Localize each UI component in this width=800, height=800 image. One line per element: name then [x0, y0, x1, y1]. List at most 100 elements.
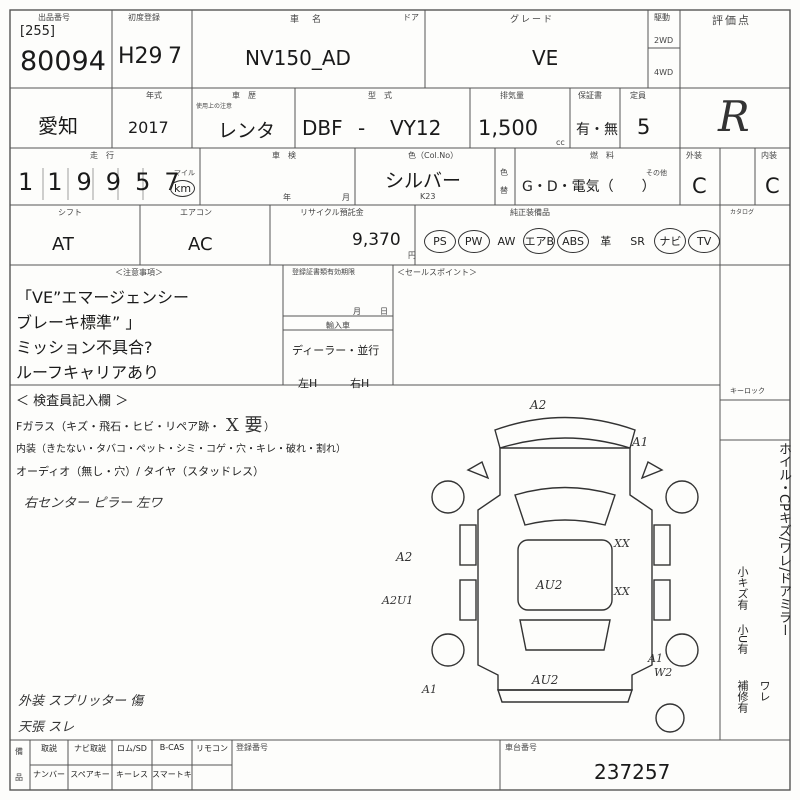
roof-outline — [517, 539, 613, 611]
shift-value: AT — [52, 234, 74, 255]
mark-xx-2: XX — [614, 585, 630, 598]
rear-bumper-outline — [497, 689, 633, 703]
side-main-label: ホイル・CPキズ/ワレ/ドアミラー — [776, 442, 791, 637]
interior-line: 内装（きたない・タバコ・ペット・シミ・コゲ・穴・キレ・破れ・割れ） — [16, 444, 346, 455]
warranty-value: 有・無 — [576, 122, 618, 138]
mark-au2-mid: AU2 — [536, 578, 563, 592]
handwritten-note-2: 外装 スプリッター 傷 — [18, 694, 144, 709]
inspection-label: 車 検 — [272, 151, 296, 160]
reg-number-label: 登録番号 — [236, 743, 268, 752]
door-label: ドア — [403, 13, 419, 22]
drive-2wd: 2WD — [654, 36, 674, 45]
aircon-value: AC — [188, 234, 213, 255]
footer-item: ナンバー — [33, 770, 65, 779]
handle-left: 左H — [298, 377, 318, 390]
inspection-month: 月 — [342, 193, 350, 202]
drive-4wd: 4WD — [654, 68, 674, 77]
caution-line-4: ルーフキャリアあり — [16, 363, 160, 382]
wheel-rr-outline — [665, 633, 699, 667]
chassis-number-label: 車台番号 — [505, 743, 537, 752]
chassis-number: 237257 — [594, 760, 671, 784]
history-value: レンタ — [218, 120, 276, 142]
exterior-value: C — [692, 174, 707, 198]
reg-month: 月 — [353, 307, 361, 316]
color-label: 色（Col.No） — [408, 151, 459, 160]
catalog-label: カタログ — [730, 209, 755, 216]
keylock-label: キーロック — [730, 387, 765, 395]
rating-value: R — [718, 92, 750, 141]
mileage-label: 走 行 — [90, 151, 114, 160]
model-type-label: 型 式 — [368, 91, 392, 100]
car-name: NV150_AD — [245, 46, 351, 70]
cc-unit: cc — [556, 138, 565, 147]
seats-label: 定員 — [630, 91, 646, 100]
inspection-year: 年 — [283, 193, 291, 202]
handwritten-note-3: 天張 スレ — [18, 720, 75, 735]
sales-point-label: ＜セールスポイント＞ — [397, 268, 477, 277]
drive-label: 駆動 — [654, 13, 670, 22]
equipment-item: ABS — [557, 229, 589, 253]
recycle-unit: 円 — [408, 251, 416, 260]
footer-side-1: 備 — [15, 747, 23, 756]
footer-items-row-2: ナンバースペアキーキーレススマートキー — [30, 769, 232, 780]
reg-day: 日 — [380, 307, 388, 316]
equipment-item: SR — [630, 234, 645, 248]
spare-wheel-outline — [655, 703, 685, 733]
mark-a2-left: A2 — [396, 550, 413, 564]
right-mirror-outline — [640, 460, 664, 480]
mileage-value: 119957 — [18, 168, 194, 196]
body-outline — [477, 447, 653, 691]
glass-mark: X 要 — [226, 415, 263, 436]
windshield-outline — [514, 486, 616, 526]
recycle-label: リサイクル預託金 — [300, 208, 364, 217]
model-year: 2017 — [128, 118, 169, 137]
grade-value: VE — [532, 46, 559, 70]
wheel-lf-outline — [431, 480, 465, 514]
color-change-label: 色替 — [500, 168, 508, 195]
car-damage-diagram — [431, 416, 699, 733]
cautions-label: ＜注意事項＞ — [115, 268, 163, 277]
mark-xx-1: XX — [614, 537, 630, 550]
footer-item: ナビ取説 — [74, 744, 106, 753]
interior-value: C — [765, 174, 780, 198]
reg-deadline-label: 登録証書類有効期限 — [292, 268, 355, 276]
first-reg-era: H29 — [118, 44, 163, 69]
mile-unit-label: マイル — [174, 169, 195, 177]
equipment-item: エアB — [523, 228, 556, 254]
side-col-a: 小キズ有 — [736, 566, 749, 610]
model-year-label: 年式 — [146, 91, 162, 100]
mileage-unit: km — [170, 180, 196, 197]
lot-number-label: 出品番号 — [38, 13, 70, 22]
footer-item: スペアキー — [70, 770, 110, 779]
footer-side-2: 品 — [15, 773, 23, 782]
history-label: 車 歴 — [232, 91, 256, 100]
mark-a1-lr: A1 — [422, 683, 437, 696]
equipment-item: ナビ — [654, 228, 687, 254]
footer-item: スマートキー — [152, 770, 192, 779]
caution-line-2: ブレーキ標準” 」 — [16, 313, 142, 332]
caution-line-3: ミッション不具合? — [16, 338, 153, 357]
seats-value: 5 — [637, 115, 651, 139]
left-front-door-outline — [459, 524, 477, 566]
footer-item: B-CAS — [159, 743, 185, 752]
equipment-item: AW — [497, 234, 516, 248]
import-type: ディーラー・並行 — [292, 344, 380, 357]
import-label: 輸入車 — [326, 321, 350, 330]
model-dash: - — [358, 116, 366, 140]
color-value: シルバー — [385, 170, 462, 192]
footer-item: リモコン — [196, 744, 228, 753]
rear-window-outline — [519, 619, 611, 651]
equipment-item: PS — [424, 229, 456, 253]
side-col-d: ワレ — [758, 680, 771, 702]
mark-a2-top: A2 — [530, 398, 547, 412]
warranty-label: 保証書 — [578, 91, 602, 100]
wheel-lr-outline — [431, 633, 465, 667]
first-reg-label: 初度登録 — [128, 13, 160, 22]
displacement-label: 排気量 — [500, 91, 524, 100]
side-col-b: 小U有 — [736, 624, 749, 655]
equipment-label: 純正装備品 — [510, 208, 550, 217]
